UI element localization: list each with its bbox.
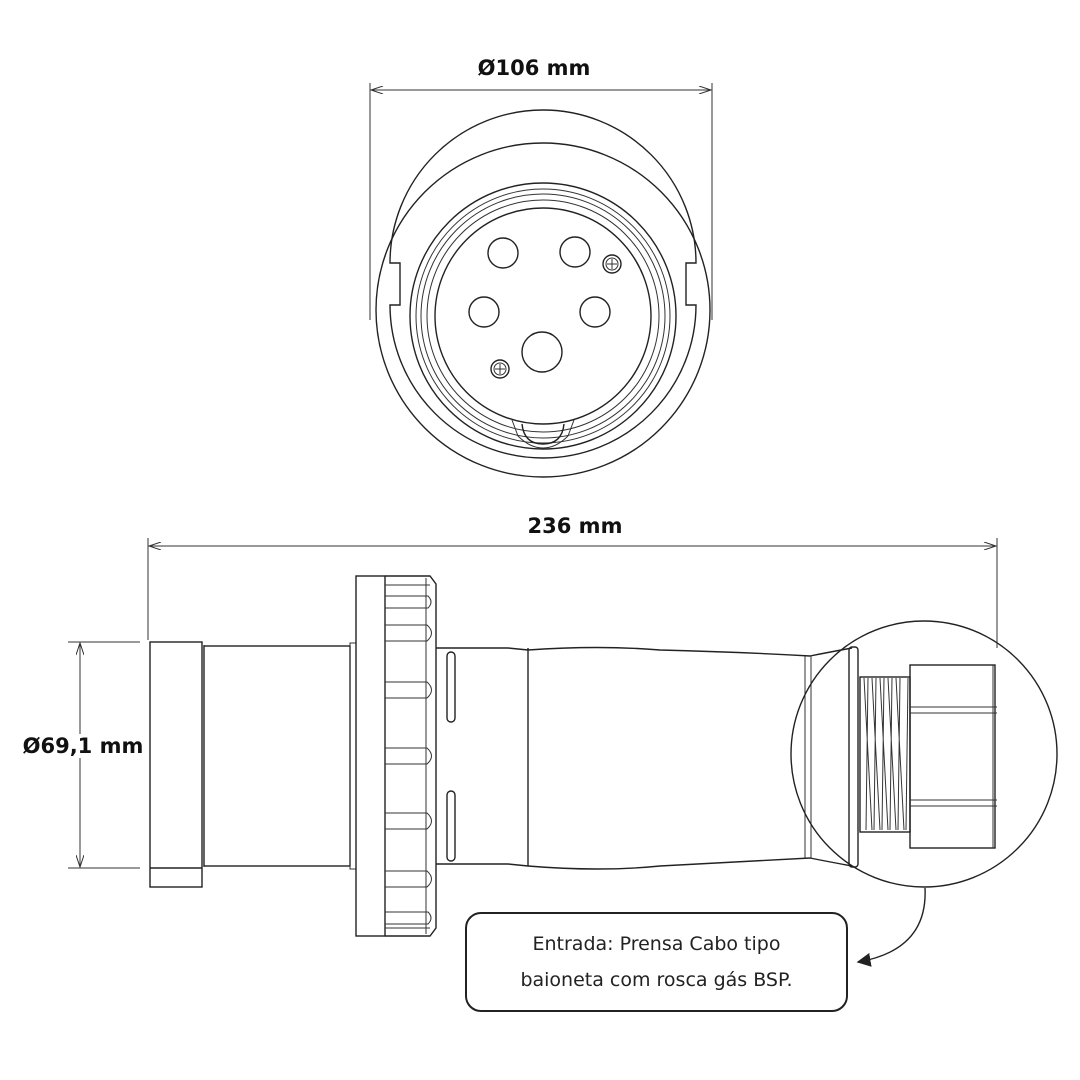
ring-2 — [415, 188, 671, 444]
top-view — [370, 83, 712, 478]
callout-line-2: baioneta com rosca gás BSP. — [520, 969, 793, 991]
gland-top — [527, 646, 853, 657]
side-view — [68, 538, 1058, 967]
gland-nut — [909, 664, 997, 849]
key-notch — [521, 423, 565, 445]
plug-body — [203, 645, 351, 867]
socket-face — [434, 207, 652, 425]
key-notch-outer — [511, 419, 575, 449]
slot — [446, 790, 456, 862]
body-edge — [436, 647, 529, 867]
ring-3 — [420, 193, 666, 439]
side-diameter-label: Ø69,1 mm — [20, 734, 146, 758]
pin-hole — [559, 236, 591, 268]
callout-arrow — [856, 887, 926, 967]
pin-hole — [468, 296, 500, 328]
ring-1 — [409, 182, 677, 450]
outer-flange — [375, 142, 711, 478]
gland-bottom — [527, 857, 853, 870]
coupling-ribs — [385, 575, 437, 937]
ring — [349, 642, 357, 870]
end-cap — [149, 641, 203, 888]
length-label: 236 mm — [527, 514, 623, 538]
ring-4 — [426, 199, 660, 433]
callout-box: Entrada: Prensa Cabo tipo baioneta com r… — [465, 912, 848, 1012]
pin-hole — [579, 296, 611, 328]
slot — [446, 651, 456, 723]
earth-pin-hole — [521, 331, 563, 373]
screw-icon — [602, 254, 622, 274]
coupling-ring — [355, 575, 386, 937]
callout-line-1: Entrada: Prensa Cabo tipo — [532, 933, 781, 955]
bsp-thread — [859, 676, 911, 833]
pin-hole — [487, 237, 519, 269]
gland-ring — [848, 646, 859, 868]
screw-icon — [490, 359, 510, 379]
bayonet-ring — [389, 109, 697, 459]
detail-magnifier — [790, 620, 1058, 888]
ribs — [385, 578, 432, 934]
top-diameter-label: Ø106 mm — [477, 56, 591, 80]
